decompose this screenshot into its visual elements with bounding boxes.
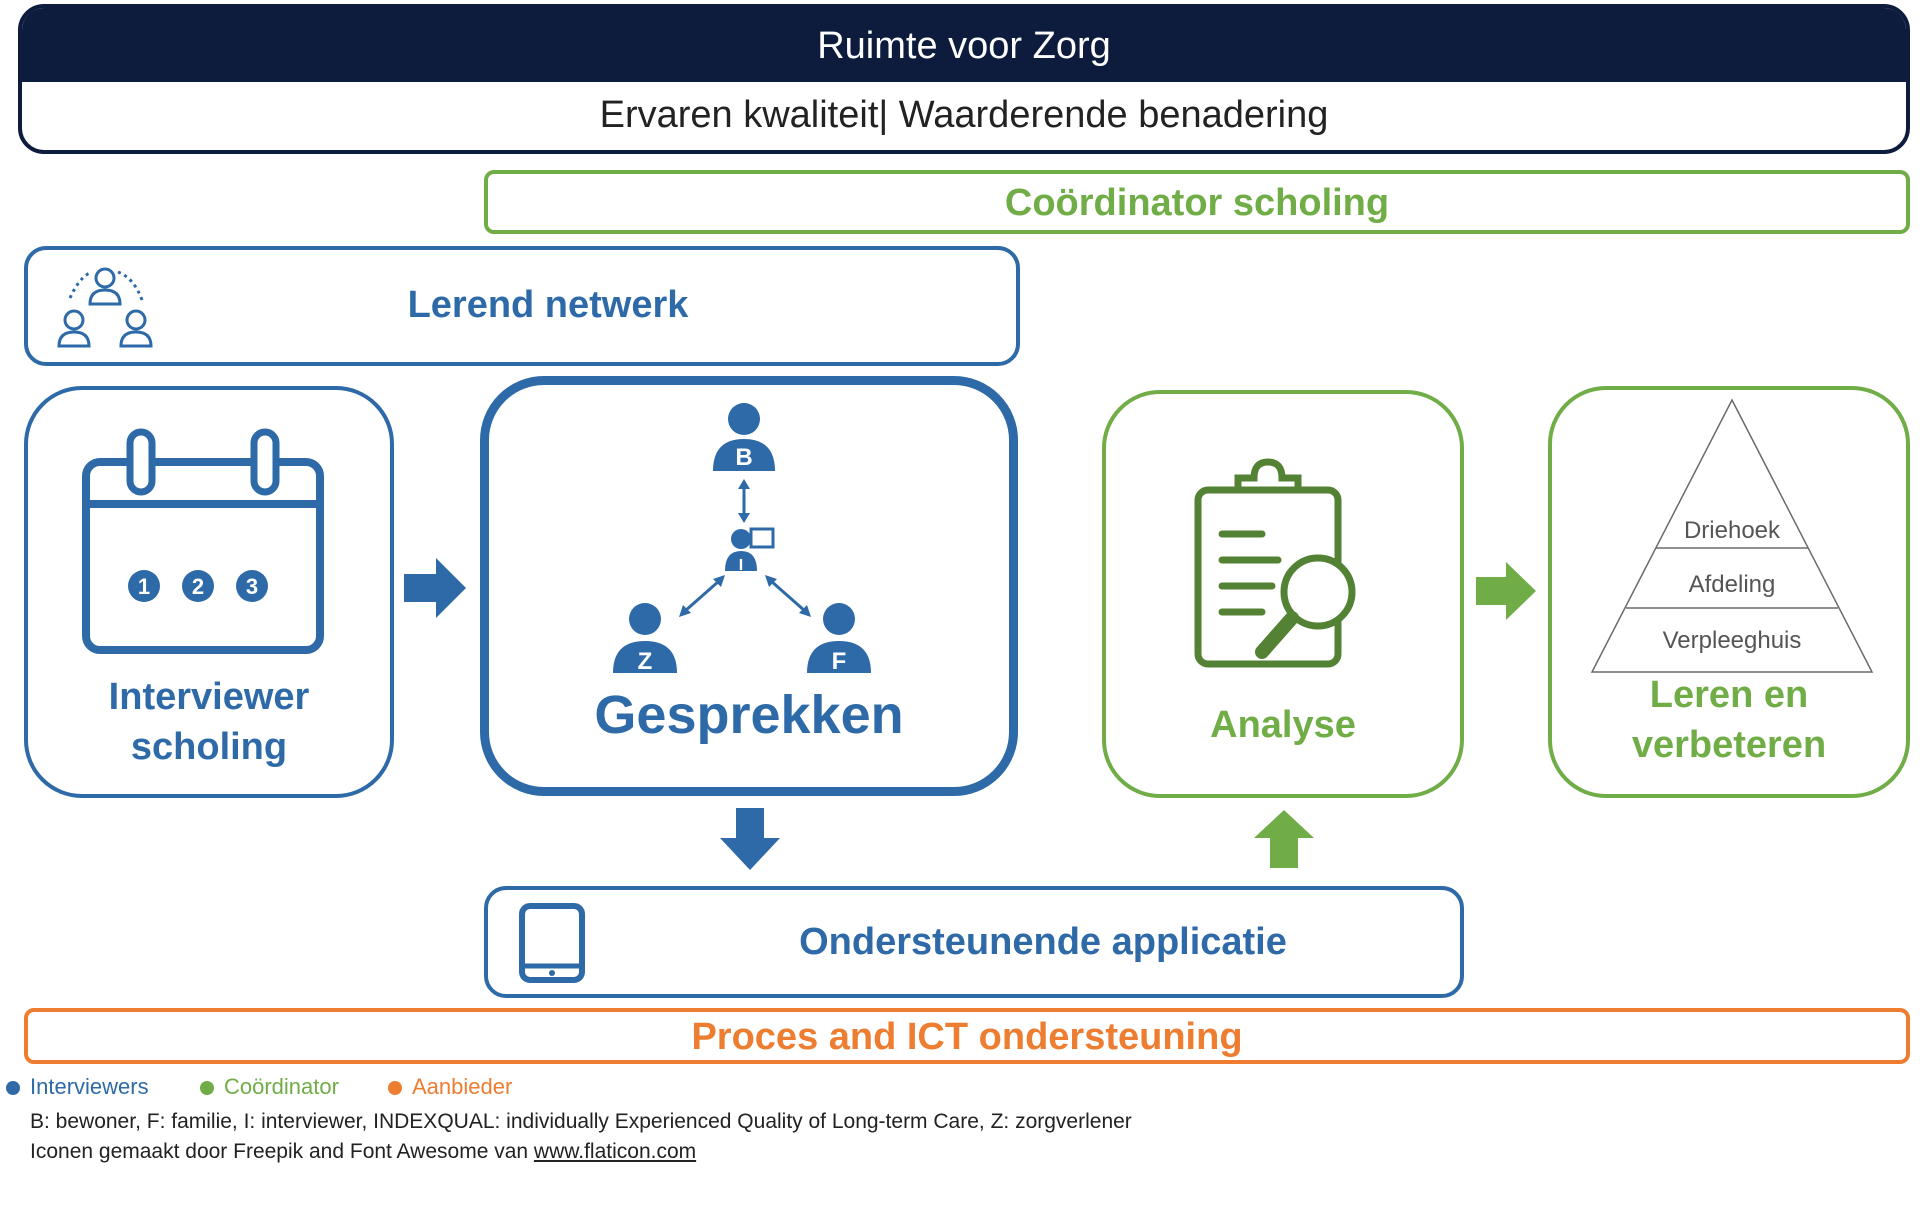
proces-ict-box: Proces and ICT ondersteuning — [24, 1008, 1910, 1064]
footnote-credits: Iconen gemaakt door Freepik and Font Awe… — [30, 1138, 696, 1166]
conversation-people-icon: B I Z F — [613, 403, 871, 675]
interviewer-scholing-label: Interviewer scholing — [28, 672, 390, 772]
tablet-icon — [519, 903, 585, 983]
header-banner: Ruimte voor Zorg Ervaren kwaliteit| Waar… — [18, 4, 1910, 154]
legend-dot-green — [200, 1081, 214, 1096]
person-f-letter: F — [832, 648, 847, 675]
lerend-netwerk-label: Lerend netwerk — [407, 284, 689, 326]
pyramid-level-driehoek: Driehoek — [1684, 517, 1781, 544]
analyse-label: Analyse — [1210, 704, 1356, 746]
leren-verbeteren-box: Driehoek Afdeling Verpleeghuis Leren en … — [1548, 386, 1910, 798]
legend-label-aanbieder: Aanbieder — [412, 1074, 513, 1099]
legend-item-coordinator: Coördinator — [200, 1072, 339, 1102]
person-b-letter: B — [735, 444, 752, 471]
person-i-letter: I — [739, 557, 743, 574]
proces-ict-label: Proces and ICT ondersteuning — [691, 1016, 1243, 1058]
footnote-abbreviations: B: bewoner, F: familie, I: interviewer, … — [30, 1110, 1132, 1133]
clipboard-magnifier-icon — [1194, 458, 1356, 668]
footnote-credits-text: Iconen gemaakt door Freepik and Font Awe… — [30, 1140, 534, 1163]
coordinator-label: Coördinator scholing — [1004, 182, 1390, 224]
arrow-right-icon — [404, 558, 466, 618]
coordinator-box: Coördinator scholing — [484, 170, 1910, 234]
legend-item-aanbieder: Aanbieder — [388, 1072, 512, 1102]
leren-verbeteren-label: Leren en verbeteren — [1552, 670, 1906, 770]
flaticon-link[interactable]: www.flaticon.com — [533, 1140, 697, 1163]
pyramid-icon: Driehoek Afdeling Verpleeghuis — [1590, 398, 1874, 673]
gesprekken-label: Gesprekken — [594, 685, 904, 745]
person-z-letter: Z — [638, 648, 653, 675]
leren-label-line1: Leren en — [1649, 674, 1809, 716]
arrow-down-icon — [720, 808, 780, 870]
arrow-up-icon — [1254, 810, 1314, 868]
ondersteunende-applicatie-box: Ondersteunende applicatie — [484, 886, 1464, 998]
pyramid-level-afdeling: Afdeling — [1689, 571, 1776, 598]
analyse-box: Analyse — [1102, 390, 1464, 798]
arrow-right-green-icon — [1476, 562, 1536, 620]
legend-item-interviewers: Interviewers — [6, 1072, 149, 1102]
calendar-icon: 1 2 3 — [82, 428, 324, 654]
legend-dot-orange — [388, 1081, 402, 1096]
gesprekken-box: B I Z F Gesprekken — [480, 376, 1018, 796]
interviewer-scholing-box: 1 2 3 Interviewer scholing — [24, 386, 394, 798]
interviewer-label-line2: scholing — [130, 726, 288, 768]
pyramid-level-verpleeghuis: Verpleeghuis — [1663, 627, 1802, 654]
calendar-number-3: 3 — [246, 574, 258, 599]
legend-label-interviewers: Interviewers — [30, 1074, 149, 1099]
network-people-icon — [57, 267, 153, 348]
interviewer-label-line1: Interviewer — [108, 676, 310, 718]
ondersteunende-applicatie-label: Ondersteunende applicatie — [799, 921, 1287, 963]
leren-label-line2: verbeteren — [1631, 724, 1827, 766]
header-subtitle: Ervaren kwaliteit| Waarderende benaderin… — [599, 94, 1329, 136]
legend-dot-blue — [6, 1081, 20, 1096]
lerend-netwerk-box: Lerend netwerk — [24, 246, 1020, 366]
calendar-number-1: 1 — [138, 574, 150, 599]
header-title: Ruimte voor Zorg — [22, 8, 1906, 82]
calendar-number-2: 2 — [192, 574, 204, 599]
legend-label-coordinator: Coördinator — [224, 1074, 339, 1099]
